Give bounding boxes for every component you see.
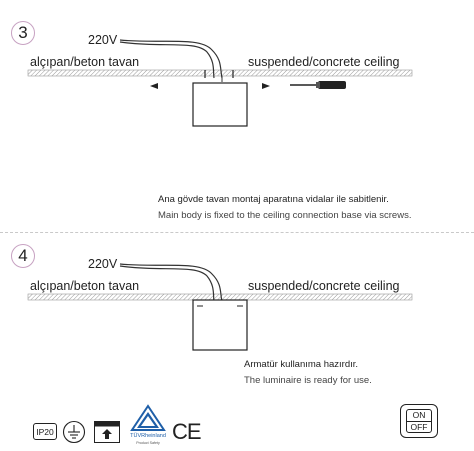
instruction-tr: Armatür kullanıma hazırdır. [244,359,359,370]
voltage-label: 220V [88,257,118,271]
switch-on-label: ON [407,410,431,422]
step-number-badge: 3 [11,21,35,45]
tuv-text: TÜVRheinland [130,432,166,439]
ceiling-label-tr: alçıpan/beton tavan [30,55,140,69]
step-number: 3 [18,23,28,42]
instruction-tr: Ana gövde tavan montaj aparatına vidalar… [158,194,389,205]
ground-icon [62,420,86,444]
instruction-en: The luminaire is ready for use. [244,375,372,386]
step-number: 4 [18,246,28,265]
left-arrow [150,83,158,89]
screwdriver-icon [290,81,346,89]
on-off-switch-icon: ON OFF [400,404,438,438]
step4-diagram [27,263,413,351]
ceiling-label-en: suspended/concrete ceiling [248,279,400,293]
ceiling-label-tr: alçıpan/beton tavan [30,279,140,293]
section-divider [0,232,474,233]
ceiling-slab [27,293,413,301]
tuv-logo: TÜVRheinland Product Safety [130,404,166,445]
ceiling-label-en: suspended/concrete ceiling [248,55,400,69]
tuv-subtext: Product Safety [136,441,160,445]
power-cable [119,39,223,79]
ip20-badge: IP20 [33,423,57,440]
step-number-badge: 4 [11,244,35,268]
ceiling-slab [27,69,413,77]
voltage-label: 220V [88,33,118,47]
luminaire-body [192,299,248,351]
switch-off-label: OFF [410,422,428,432]
ip-rating-text: IP20 [36,426,54,437]
instruction-en: Main body is fixed to the ceiling connec… [158,210,412,221]
ce-mark: CE [172,419,202,444]
power-cable [119,263,223,303]
right-arrow [262,83,270,89]
step3-diagram [27,39,413,127]
class-icon [94,421,120,443]
luminaire-body [192,82,248,127]
